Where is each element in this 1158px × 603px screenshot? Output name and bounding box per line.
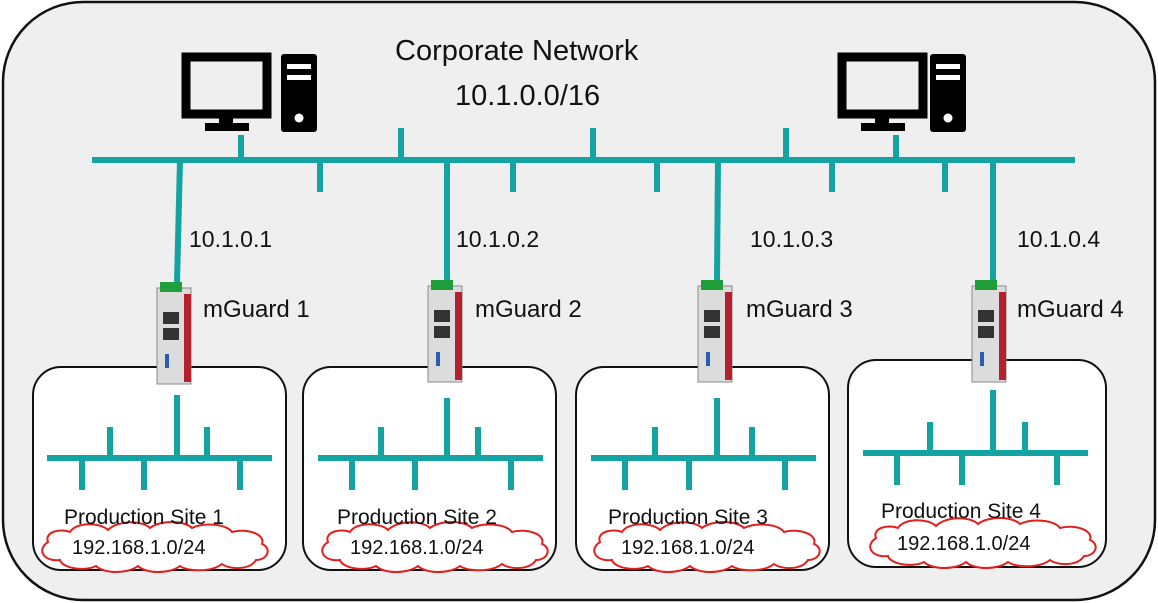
cloud-icon [321,521,549,573]
site-bus-2 [318,398,543,490]
mguard-3-ip: 10.1.0.3 [750,226,834,252]
cloud-icon [41,521,269,573]
cloud-icon [869,517,1097,569]
site-bus-4 [863,390,1088,485]
computer-icon [837,52,966,132]
mguard-4-ip: 10.1.0.4 [1017,226,1101,252]
mguard-device-icon [156,282,192,385]
site-bus-3 [591,398,816,490]
site-2-subnet: 192.168.1.0/24 [350,537,484,559]
production-site-3-label: Production Site 3 [608,506,768,529]
mguard-device-icon [971,280,1007,383]
cloud-icon [593,521,821,573]
mguard-device-icon [697,280,733,383]
mguard-1-label: mGuard 1 [203,296,310,323]
mguard-device-icon [427,280,463,383]
site-bus-1 [47,395,272,490]
site-1-subnet: 192.168.1.0/24 [72,537,206,559]
production-site-1-label: Production Site 1 [64,506,224,529]
mguard-4-label: mGuard 4 [1017,296,1124,323]
corporate-network-title: Corporate Network [395,35,639,67]
mguard-1-ip: 10.1.0.1 [189,226,273,252]
production-site-2-label: Production Site 2 [337,506,497,529]
corporate-subnet: 10.1.0.0/16 [455,80,601,112]
computer-icon [181,52,317,132]
mguard-3-label: mGuard 3 [746,296,853,323]
site-3-subnet: 192.168.1.0/24 [621,537,755,559]
production-site-4-label: Production Site 4 [881,500,1041,523]
site-4-subnet: 192.168.1.0/24 [897,533,1031,555]
mguard-2-label: mGuard 2 [475,296,582,323]
corporate-bus [92,128,1075,283]
mguard-2-ip: 10.1.0.2 [456,226,540,252]
